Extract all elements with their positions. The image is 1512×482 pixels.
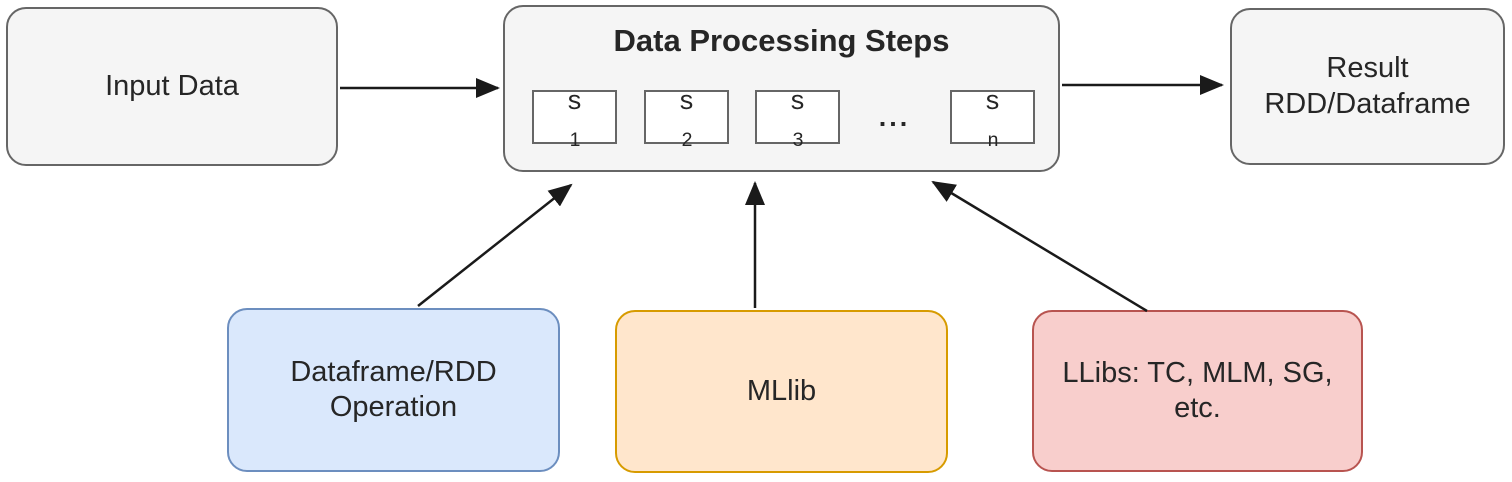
llibs-label-line2: etc. — [1174, 392, 1221, 424]
input-data-node: Input Data — [6, 7, 338, 166]
llibs-label-line1: LLibs: TC, MLM, SG, — [1062, 356, 1333, 389]
result-rdd-dataframe-node: Result RDD/Dataframe — [1230, 8, 1505, 165]
data-processing-steps-title: Data Processing Steps — [613, 23, 950, 58]
mllib-label: MLlib — [746, 374, 817, 407]
dataframe-rdd-label-line1: Dataframe/RDD — [290, 355, 497, 388]
dataframe-rdd-label-line2: Operation — [329, 391, 458, 423]
mllib-node: MLlib — [615, 310, 948, 473]
input-data-label: Input Data — [105, 69, 239, 102]
dataframe-rdd-operation-node: Dataframe/RDD Operation — [227, 308, 560, 472]
llibs-node: LLibs: TC, MLM, SG, etc. — [1032, 310, 1363, 472]
arrow-dataframe-rdd-to-processing — [417, 183, 573, 307]
result-label-line2: RDD/Dataframe — [1264, 87, 1471, 120]
arrow-llibs-to-processing — [931, 180, 1148, 313]
result-label-line1: Result — [1326, 52, 1409, 85]
steps-ellipsis: ... — [878, 101, 911, 132]
